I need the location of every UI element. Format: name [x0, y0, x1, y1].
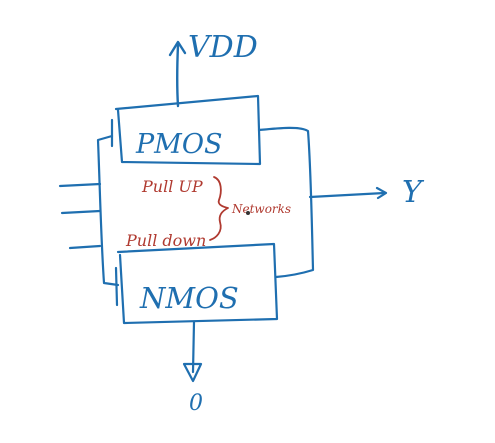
nmos-block: NMOS	[114, 242, 279, 325]
vdd-arrowhead	[168, 40, 187, 57]
input-enclosure-wire	[96, 134, 120, 287]
ground-label: 0	[189, 391, 203, 416]
output-loop-wire	[257, 126, 315, 279]
input-line-1	[58, 182, 102, 188]
pull-up-label: Pull UP	[141, 177, 203, 196]
vdd-wire	[176, 43, 180, 108]
ground-connection: 0	[182, 320, 203, 416]
pmos-label: PMOS	[135, 129, 222, 160]
vdd-supply: VDD	[168, 30, 258, 108]
network-annotations: Pull UP Pull down Networks	[125, 176, 291, 250]
pull-down-label: Pull down	[125, 231, 206, 250]
vdd-label: VDD	[188, 30, 258, 65]
pmos-block: PMOS	[110, 94, 262, 166]
networks-label: Networks	[231, 202, 291, 216]
nmos-label: NMOS	[139, 281, 239, 315]
input-line-2	[60, 209, 102, 215]
input-lines	[58, 182, 102, 250]
cursor-dot	[246, 211, 250, 215]
networks-brace	[209, 176, 229, 241]
pmos-box-outline	[114, 94, 262, 166]
output-wire	[308, 191, 386, 199]
nmos-left-stub	[114, 266, 119, 307]
input-line-3	[68, 244, 102, 250]
output-arrowhead	[375, 186, 388, 200]
output-label: Y	[402, 175, 425, 210]
nmos-box-outline	[116, 242, 279, 325]
ground-arrowhead	[182, 362, 203, 383]
